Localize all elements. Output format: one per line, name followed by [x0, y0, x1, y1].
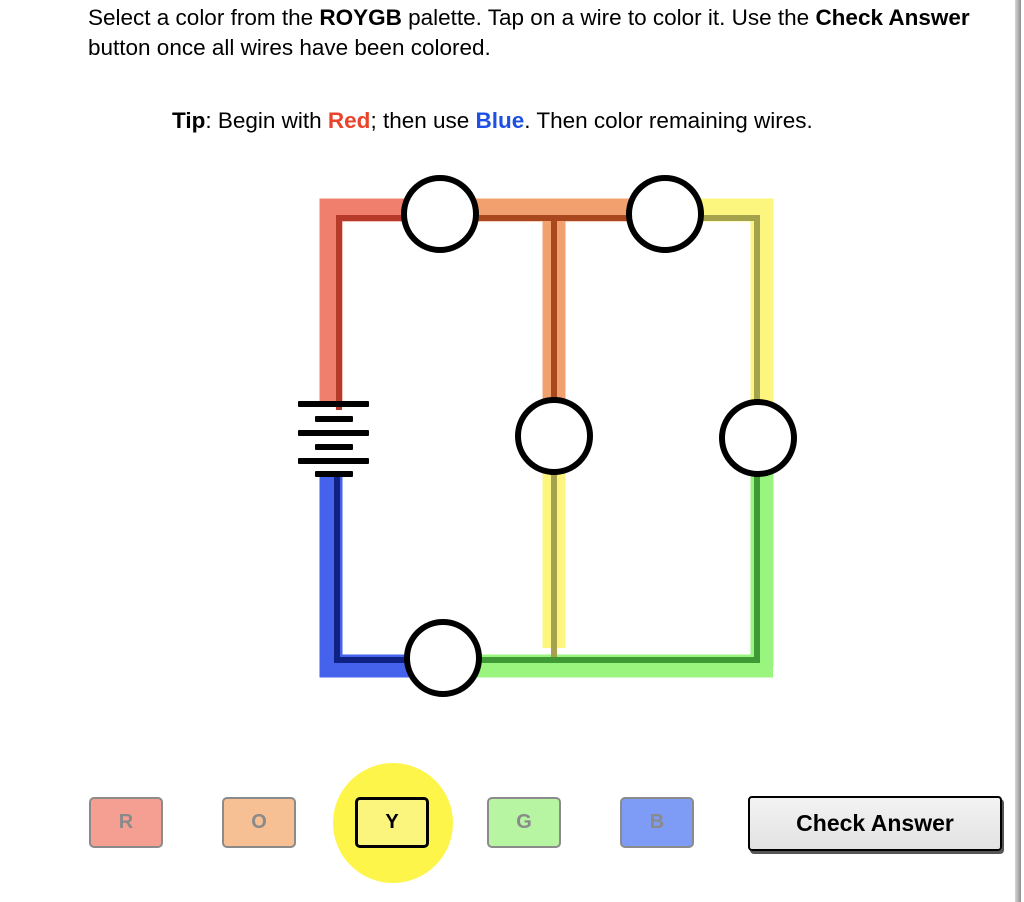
bulb-center [515, 397, 593, 475]
tip-red-word: Red [327, 108, 371, 133]
window-edge [1015, 0, 1021, 902]
bulb-bottom [404, 619, 482, 697]
instructions-text: Select a color from the ROYGB palette. T… [88, 5, 970, 60]
battery-symbol [298, 401, 369, 477]
palette-button-orange[interactable]: O [222, 797, 296, 848]
check-answer-button[interactable]: Check Answer [748, 796, 1002, 851]
tip-text: Tip: Begin with Red; then use Blue. Then… [172, 108, 813, 133]
bulb-top-left [401, 175, 479, 253]
palette-button-blue[interactable]: B [620, 797, 694, 848]
bulb-top-right [626, 175, 704, 253]
palette-button-red[interactable]: R [89, 797, 163, 848]
palette-button-green[interactable]: G [487, 797, 561, 848]
palette-button-yellow[interactable]: Y [355, 797, 429, 848]
tip-label: Tip [172, 108, 206, 133]
bulb-right [719, 399, 797, 477]
tip-blue-word: Blue [475, 108, 525, 133]
